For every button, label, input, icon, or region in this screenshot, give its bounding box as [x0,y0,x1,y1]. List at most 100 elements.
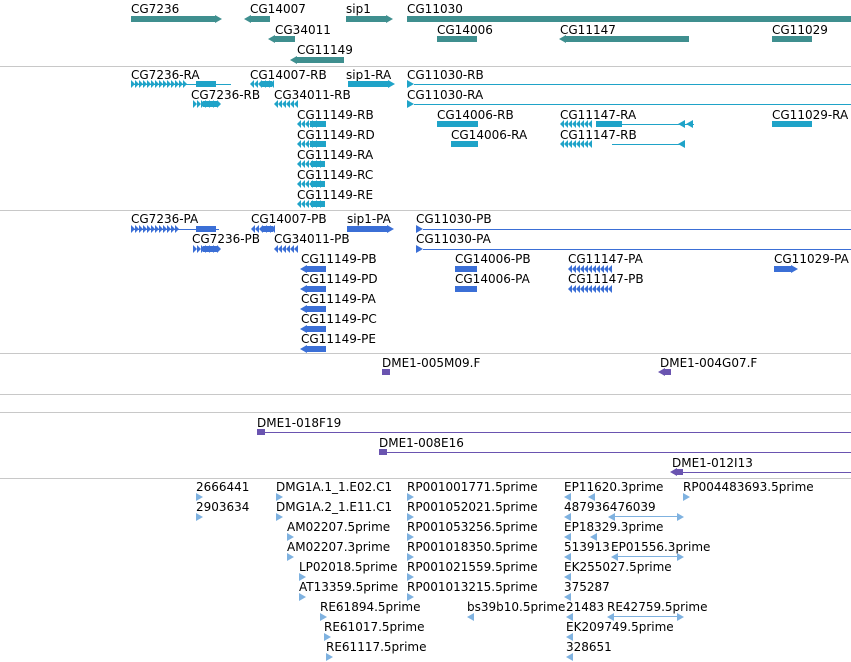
est-glyph[interactable] [607,613,614,621]
track-separator [0,353,851,354]
exon-glyph[interactable] [311,201,325,207]
est-glyph[interactable] [320,613,327,621]
est-glyph[interactable] [588,493,595,501]
est-glyph[interactable] [566,613,573,621]
est-glyph[interactable] [324,633,331,641]
exon-glyph[interactable] [196,226,216,232]
exon-glyph[interactable] [262,226,273,232]
est-glyph[interactable] [287,553,294,561]
est-glyph[interactable] [566,653,573,661]
est-glyph[interactable] [564,553,571,561]
est-glyph[interactable] [196,513,203,521]
feature-label: CG7236-RB [191,88,261,102]
bac-end-glyph[interactable] [382,369,390,375]
strand-chevron-icon [592,285,596,293]
exon-glyph[interactable] [306,326,326,332]
feature-label: RP001018350.5prime [407,540,538,554]
feature-label: 21483 [566,600,605,614]
gene-glyph[interactable] [275,36,295,42]
gene-glyph[interactable] [131,16,216,22]
strand-chevron-icon [596,265,600,273]
est-glyph[interactable] [615,516,677,517]
bac-glyph[interactable] [265,432,851,433]
exon-glyph[interactable] [306,346,326,352]
gene-glyph[interactable] [437,36,477,42]
est-glyph[interactable] [407,493,414,501]
gene-glyph[interactable] [297,57,344,63]
bac-end-glyph[interactable] [675,469,683,475]
est-glyph[interactable] [196,493,203,501]
feature-label: CG11149-RA [297,148,374,162]
est-glyph[interactable] [407,513,414,521]
est-glyph[interactable] [677,553,684,561]
exon-glyph[interactable] [310,121,326,127]
est-glyph[interactable] [614,616,678,617]
est-glyph[interactable] [467,613,474,621]
bac-end-glyph[interactable] [257,429,265,435]
est-glyph[interactable] [566,633,573,641]
feature-label: CG11149-PA [301,292,376,306]
feature-label: AT13359.5prime [299,580,399,594]
est-glyph[interactable] [407,533,414,541]
exon-glyph[interactable] [437,121,478,127]
bac-end-glyph[interactable] [663,369,671,375]
est-glyph[interactable] [590,533,597,541]
bac-glyph[interactable] [683,472,851,473]
exon-glyph[interactable] [262,81,272,87]
exon-glyph[interactable] [455,266,477,272]
exon-glyph[interactable] [451,141,478,147]
exon-glyph[interactable] [455,286,477,292]
gene-glyph[interactable] [250,16,270,22]
gene-glyph[interactable] [772,36,812,42]
exon-glyph[interactable] [203,101,217,107]
strand-arrow-icon [388,80,395,88]
est-glyph[interactable] [407,553,414,561]
feature-label: CG11030 [407,2,463,16]
exon-glyph[interactable] [348,81,388,87]
exon-glyph[interactable] [196,81,216,87]
est-glyph[interactable] [618,556,678,557]
strand-chevron-icon [600,285,604,293]
exon-glyph[interactable] [306,266,326,272]
gene-glyph[interactable] [346,16,386,22]
feature-label: CG7236-RA [131,68,200,82]
gene-glyph[interactable] [407,16,851,22]
exon-glyph[interactable] [306,306,326,312]
exon-glyph[interactable] [311,161,325,167]
est-glyph[interactable] [276,493,283,501]
est-glyph[interactable] [564,533,571,541]
exon-glyph[interactable] [347,226,387,232]
exon-glyph[interactable] [306,286,326,292]
strand-chevron-icon [572,285,576,293]
est-glyph[interactable] [276,513,283,521]
bac-glyph[interactable] [387,452,851,453]
est-glyph[interactable] [683,493,690,501]
est-glyph[interactable] [564,493,571,501]
exon-glyph[interactable] [311,181,325,187]
bac-end-glyph[interactable] [379,449,387,455]
est-glyph[interactable] [564,513,571,521]
strand-chevron-icon [131,80,135,88]
est-glyph[interactable] [677,513,684,521]
strand-chevron-icon [608,285,612,293]
est-glyph[interactable] [299,573,306,581]
est-glyph[interactable] [407,573,414,581]
est-glyph[interactable] [299,593,306,601]
exon-glyph[interactable] [203,246,217,252]
est-glyph[interactable] [564,573,571,581]
est-glyph[interactable] [564,593,571,601]
est-glyph[interactable] [608,513,615,521]
est-glyph[interactable] [677,613,684,621]
est-glyph[interactable] [287,533,294,541]
exon-glyph[interactable] [774,266,792,272]
intron-line [423,249,851,250]
est-glyph[interactable] [326,653,333,661]
exon-glyph[interactable] [596,121,622,127]
strand-chevron-icon [159,225,163,233]
gene-glyph[interactable] [566,36,689,42]
est-glyph[interactable] [611,553,618,561]
exon-glyph[interactable] [772,121,812,127]
est-glyph[interactable] [407,593,414,601]
exon-glyph[interactable] [310,141,326,147]
